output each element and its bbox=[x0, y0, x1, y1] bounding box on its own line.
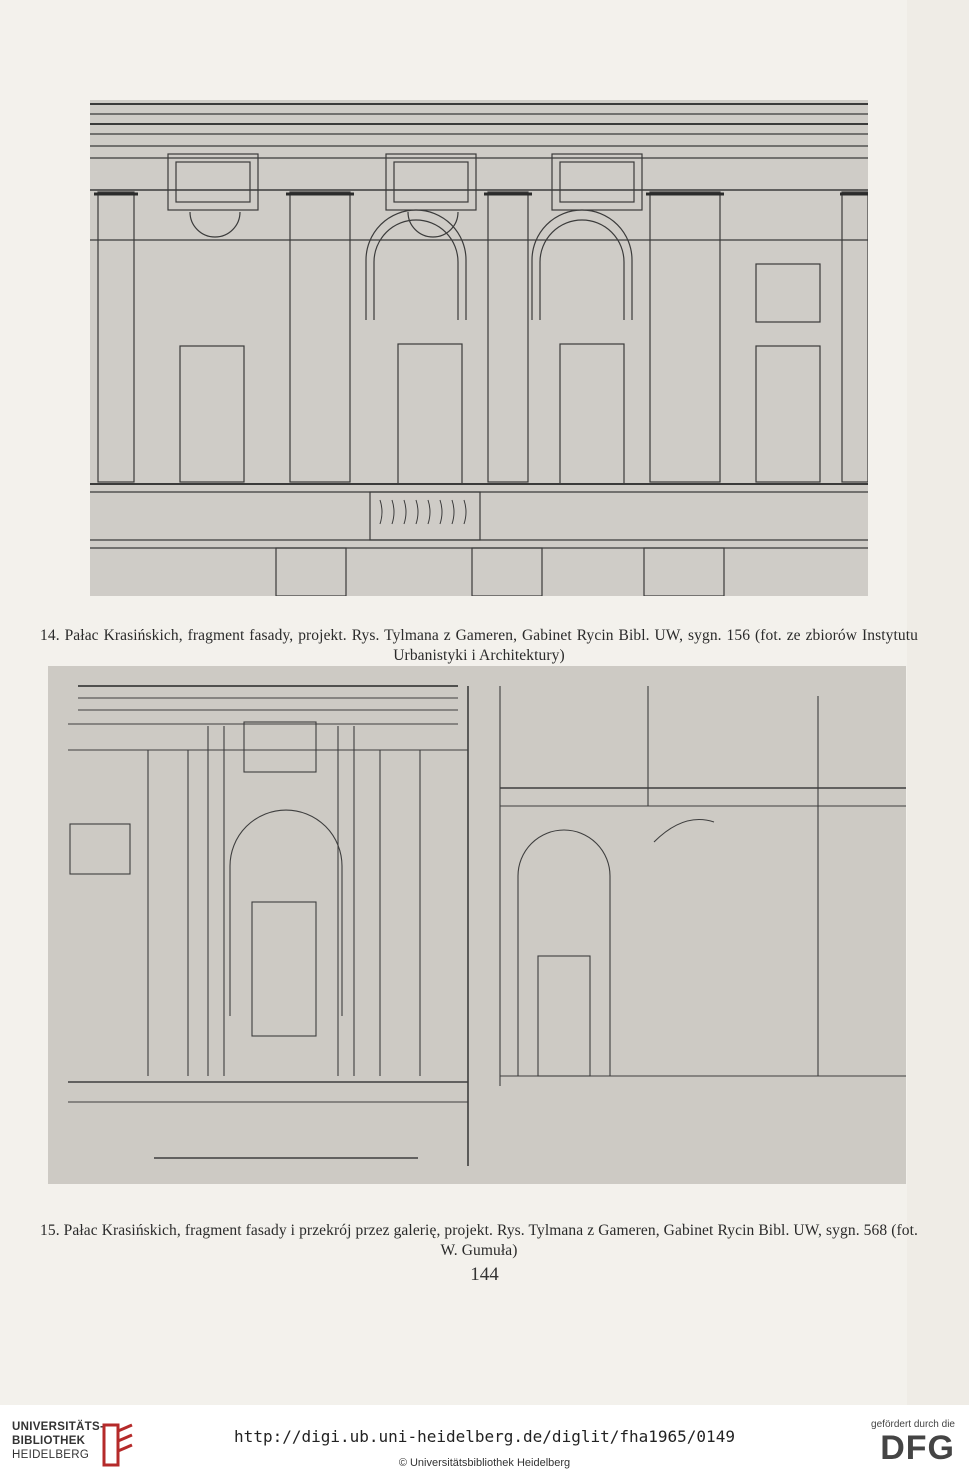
funder-note: gefördert durch die bbox=[871, 1419, 955, 1430]
library-name-line2: BIBLIOTHEK bbox=[12, 1435, 86, 1447]
figure-14-caption: 14. Pałac Krasińskich, fragment fasady, … bbox=[40, 626, 918, 664]
copyright-notice: © Universitätsbibliothek Heidelberg bbox=[398, 1457, 571, 1469]
ub-heidelberg-logo-icon[interactable]: UNIVERSITÄTS- BIBLIOTHEK HEIDELBERG bbox=[12, 1421, 142, 1477]
funder-name: DFG bbox=[880, 1429, 955, 1467]
figure-15-drawing bbox=[48, 666, 906, 1184]
page-number: 144 bbox=[470, 1264, 499, 1285]
figure-14-drawing bbox=[90, 100, 868, 596]
scanned-page: 14. Pałac Krasińskich, fragment fasady, … bbox=[0, 0, 969, 1405]
permalink-url[interactable]: http://digi.ub.uni-heidelberg.de/diglit/… bbox=[234, 1427, 735, 1446]
adjacent-page-edge bbox=[907, 0, 969, 1405]
viewer-footer: UNIVERSITÄTS- BIBLIOTHEK HEIDELBERG http… bbox=[0, 1405, 969, 1483]
dfg-logo-icon[interactable]: gefördert durch die DFG bbox=[865, 1419, 955, 1479]
section-drawing-svg bbox=[68, 685, 906, 1166]
ub-mark-icon bbox=[102, 1423, 133, 1467]
library-name-line1: UNIVERSITÄTS- bbox=[12, 1421, 105, 1433]
library-name-line3: HEIDELBERG bbox=[12, 1449, 90, 1461]
figure-15-caption: 15. Pałac Krasińskich, fragment fasady i… bbox=[40, 1221, 918, 1259]
facade-drawing-svg bbox=[90, 103, 868, 596]
